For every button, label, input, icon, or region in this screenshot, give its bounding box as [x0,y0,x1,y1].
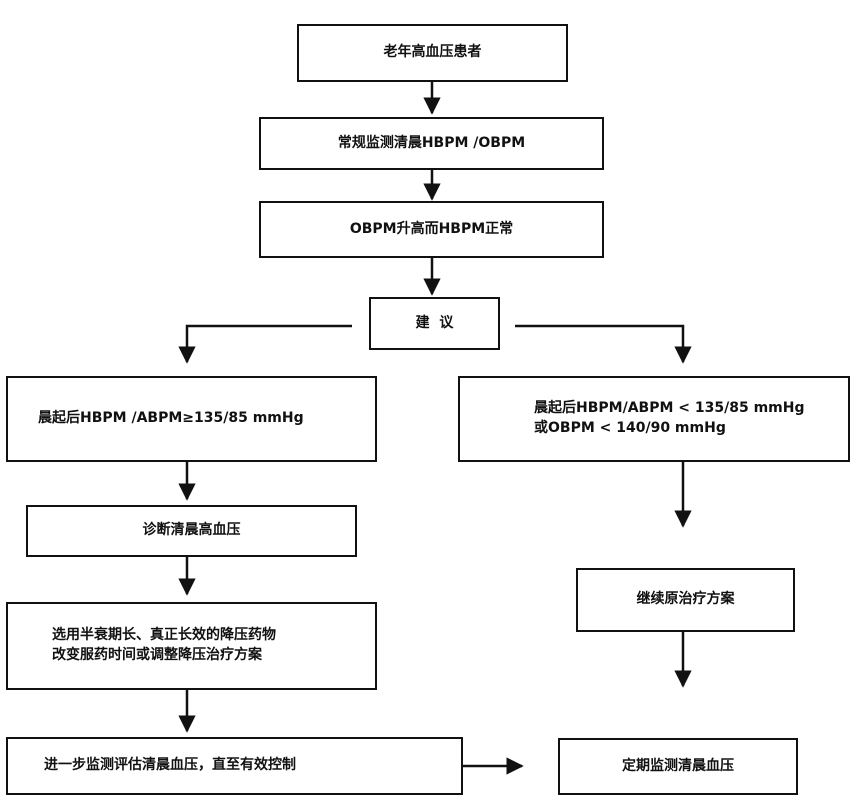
node-patients: 老年高血压患者 [297,24,568,82]
node-further-monitoring: 进一步监测评估清晨血压，直至有效控制 [6,737,463,795]
node-left-condition: 晨起后HBPM /ABPM≥135/85 mmHg [6,376,377,462]
node-diagnosis-label: 诊断清晨高血压 [142,522,241,539]
node-right-condition-line1: 晨起后HBPM/ABPM < 135/85 mmHg [534,400,805,417]
node-further-monitoring-label: 进一步监测评估清晨血压，直至有效控制 [44,757,296,774]
node-diagnosis: 诊断清晨高血压 [26,505,357,557]
arrow-advice-to-right [515,324,692,364]
arrow-advice-to-left [178,324,352,364]
node-monitoring-label: 常规监测清晨HBPM /OBPM [337,134,526,151]
node-regular-monitoring: 定期监测清晨血压 [558,738,798,795]
node-continue: 继续原治疗方案 [576,568,795,632]
node-drugs-line2: 改变服药时间或调整降压治疗方案 [52,647,262,663]
node-left-condition-label: 晨起后HBPM /ABPM≥135/85 mmHg [38,410,304,427]
node-monitoring: 常规监测清晨HBPM /OBPM [259,117,604,170]
node-drugs: 选用半衰期长、真正长效的降压药物 改变服药时间或调整降压治疗方案 [6,602,377,690]
node-advice-label: 建 议 [415,314,454,331]
node-right-condition-line2: 或OBPM < 140/90 mmHg [534,420,726,436]
node-patients-label: 老年高血压患者 [383,44,482,61]
node-right-condition: 晨起后HBPM/ABPM < 135/85 mmHg 或OBPM < 140/9… [458,376,850,462]
node-obpm-high: OBPM升高而HBPM正常 [259,201,604,258]
node-obpm-high-label: OBPM升高而HBPM正常 [349,220,514,237]
node-advice: 建 议 [369,297,500,350]
node-drugs-line1: 选用半衰期长、真正长效的降压药物 [52,627,276,644]
node-continue-label: 继续原治疗方案 [636,591,735,608]
node-regular-monitoring-label: 定期监测清晨血压 [622,757,734,774]
